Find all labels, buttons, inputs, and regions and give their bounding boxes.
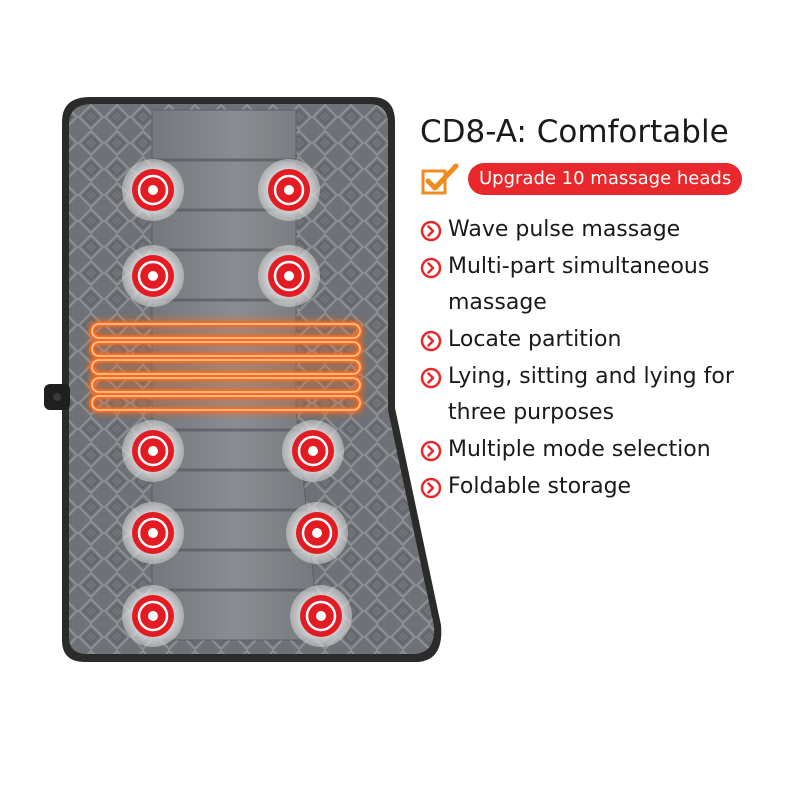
massage-head-icon-1 [122, 159, 184, 221]
chevron-circle-icon [420, 257, 442, 279]
feature-list: Wave pulse massage Multi-part simultaneo… [420, 212, 790, 505]
heating-zone-highlight [91, 323, 361, 411]
product-title: CD8-A: Comfortable [420, 114, 729, 150]
feature-item: Foldable storage [420, 469, 790, 505]
feature-text: Multiple mode selection [448, 437, 711, 462]
massage-head-icon-7 [122, 502, 184, 564]
upgrade-badge: Upgrade 10 massage heads [468, 163, 743, 195]
massage-head-icon-4 [258, 245, 320, 307]
chevron-circle-icon [420, 477, 442, 499]
massage-head-icon-9 [122, 585, 184, 647]
chevron-circle-icon [420, 440, 442, 462]
chevron-circle-icon [420, 330, 442, 352]
massage-head-icon-2 [258, 159, 320, 221]
feature-text: Foldable storage [448, 474, 632, 499]
product-feature-panel: CD8-A: Comfortable Upgrade 10 massage he… [420, 112, 790, 506]
upgrade-badge-row: Upgrade 10 massage heads [420, 162, 790, 196]
massage-head-icon-6 [282, 420, 344, 482]
plug-socket [53, 393, 61, 401]
feature-item: Multiple mode selection [420, 432, 790, 468]
feature-item: Multi-part simultaneous massage [420, 249, 790, 321]
feature-text: Wave pulse massage [448, 217, 681, 242]
massage-head-icon-3 [122, 245, 184, 307]
massage-head-icon-10 [290, 585, 352, 647]
massage-head-icon-5 [122, 420, 184, 482]
chevron-circle-icon [420, 367, 442, 389]
massage-head-icon-8 [286, 502, 348, 564]
checkbox-check-icon [421, 163, 459, 195]
feature-item: Wave pulse massage [420, 212, 790, 248]
feature-text: Multi-part simultaneous massage [448, 254, 710, 315]
chevron-circle-icon [420, 220, 442, 242]
feature-text: Locate partition [448, 327, 622, 352]
feature-item: Lying, sitting and lying for three purpo… [420, 359, 790, 431]
feature-text: Lying, sitting and lying for three purpo… [448, 364, 734, 425]
feature-item: Locate partition [420, 322, 790, 358]
